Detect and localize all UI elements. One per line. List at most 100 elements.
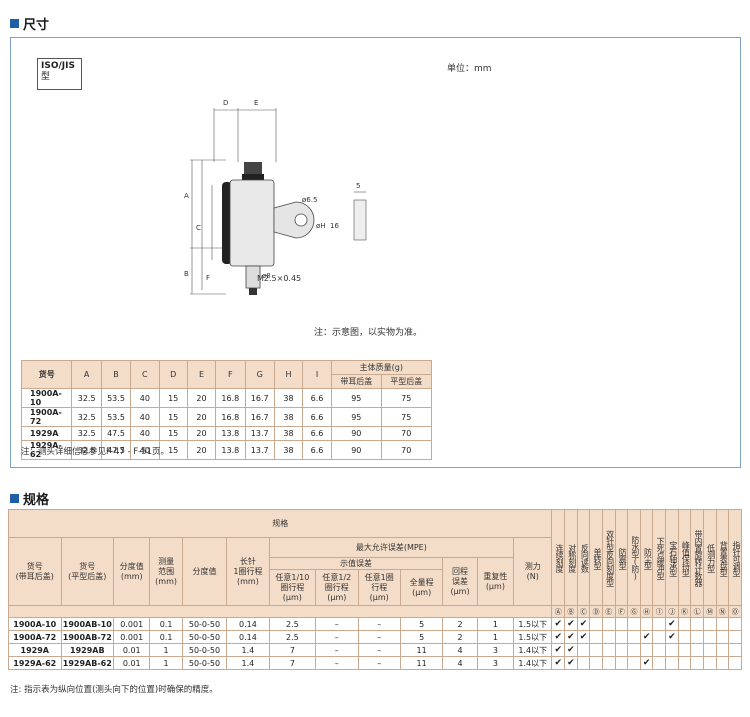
table-cell: 15	[158, 426, 188, 441]
table-cell: 38	[273, 440, 304, 460]
col-I: I	[302, 360, 332, 389]
label-A: A	[184, 192, 189, 200]
type-tag: ISO/JIS 型	[37, 58, 82, 90]
label-C: C	[196, 224, 201, 232]
feature-icon: Ⓜ	[702, 605, 717, 618]
feature-check-cell	[601, 630, 616, 644]
table-cell: 53.5	[100, 407, 132, 427]
feature-check-cell	[614, 630, 629, 644]
table-cell: 1	[149, 656, 183, 670]
specs-section-title: 规格	[10, 489, 49, 508]
col-repeat: 重复性 (μm)	[476, 557, 515, 606]
cell-code: 1900AB-72	[60, 630, 115, 644]
table-cell: 50-0-50	[181, 630, 228, 644]
table-cell: 20	[186, 440, 217, 460]
feature-check-cell: ✔	[665, 617, 679, 631]
table-cell: 13.8	[215, 426, 246, 441]
label-phi8: ø8	[262, 272, 271, 280]
feature-check-cell	[576, 656, 591, 670]
cell-code: 1929AB	[60, 643, 115, 657]
feature-check-cell	[728, 656, 742, 670]
feature-check-cell	[601, 643, 616, 657]
feature-icon: Ⓙ	[665, 605, 679, 618]
feature-icon: Ⓖ	[627, 605, 641, 618]
table-cell: 1.4	[226, 656, 270, 670]
feature-check-cell	[614, 617, 629, 631]
feature-header: 低测力型	[702, 509, 717, 606]
col-mass: 主体质量(g)	[330, 360, 432, 375]
check-icon: ✔	[554, 619, 563, 629]
cell-code: 1929A-62	[8, 656, 62, 670]
table-cell: 5	[399, 617, 444, 631]
table-cell: 6.6	[302, 440, 332, 460]
feature-check-cell: ✔	[576, 617, 591, 631]
table-cell: 16.7	[244, 407, 275, 427]
table-cell: 1.4	[226, 643, 270, 657]
cell-code: 1900AB-10	[60, 617, 115, 631]
feature-check-cell: ✔	[639, 656, 654, 670]
table-cell: 38	[273, 426, 304, 441]
col-code: 货号	[20, 360, 73, 389]
table-cell: 90	[330, 426, 382, 441]
col-mpe: 最大允许误差(MPE)	[268, 537, 515, 558]
label-thread: M2.5×0.45	[257, 274, 302, 283]
col-err-full: 全量程 (μm)	[399, 569, 444, 606]
table-cell: 0.01	[113, 643, 151, 657]
feature-check-cell	[677, 617, 692, 631]
table-cell: 0.14	[226, 630, 270, 644]
table-cell: 5	[399, 630, 444, 644]
col-err-1: 任意1圈 行程 (μm)	[357, 569, 401, 606]
feature-check-cell: ✔	[564, 656, 578, 670]
label-5: 5	[356, 182, 360, 190]
table-cell: 1.5以下	[513, 630, 553, 644]
table-cell: –	[357, 617, 401, 631]
check-icon: ✔	[668, 619, 676, 629]
table-cell: 53.5	[100, 388, 132, 408]
feature-check-cell	[627, 643, 641, 657]
table-cell: 11	[399, 643, 444, 657]
table-cell: 6.6	[302, 407, 332, 427]
specs-table: 规格连续刻度对称刻度反向读数单转型双针型反向刻度型防震型防水型(防)防尘型下死点…	[7, 509, 742, 670]
cell-code: 1929AB-62	[60, 656, 115, 670]
feature-check-cell: ✔	[551, 617, 566, 631]
feature-icon: Ⓘ	[652, 605, 667, 618]
table-cell: –	[315, 656, 359, 670]
table-cell: 38	[273, 388, 304, 408]
feature-check-cell	[702, 656, 717, 670]
table-cell: 7	[268, 643, 317, 657]
table-cell: 2	[442, 630, 478, 644]
col-code-ear: 货号 (带耳后盖)	[8, 537, 62, 606]
illustration-note: 注：示意图，以实物为准。	[314, 328, 423, 338]
table-cell: 1	[476, 617, 515, 631]
feature-check-cell	[576, 643, 591, 657]
table-cell: 15	[158, 388, 188, 408]
feature-header: 防震型	[614, 509, 629, 606]
feature-check-cell	[728, 643, 742, 657]
table-cell: 40	[130, 440, 160, 460]
table-cell: 2.5	[268, 630, 317, 644]
label-16: 16	[330, 222, 339, 230]
table-cell: 2	[442, 617, 478, 631]
type-tag-line1: ISO/JIS	[41, 61, 75, 71]
table-cell: 1	[476, 630, 515, 644]
feature-check-cell	[589, 630, 603, 644]
table-cell: 4	[442, 656, 478, 670]
check-icon: ✔	[642, 632, 651, 642]
label-E: E	[254, 99, 258, 107]
check-icon: ✔	[579, 632, 588, 642]
col-err-1-10: 任意1/10 圈行程 (μm)	[268, 569, 317, 606]
feature-check-cell	[589, 617, 603, 631]
table-cell: 50-0-50	[181, 617, 228, 631]
col-resolution: 分度值 (mm)	[113, 537, 151, 606]
feature-check-cell	[665, 656, 679, 670]
table-cell: 70	[380, 440, 432, 460]
col-B: B	[100, 360, 132, 389]
label-phiH: øH	[316, 222, 326, 230]
feature-check-cell	[728, 630, 742, 644]
feature-check-cell	[627, 656, 641, 670]
table-cell: 70	[380, 426, 432, 441]
check-icon: ✔	[554, 632, 563, 642]
table-cell: 75	[380, 388, 432, 408]
